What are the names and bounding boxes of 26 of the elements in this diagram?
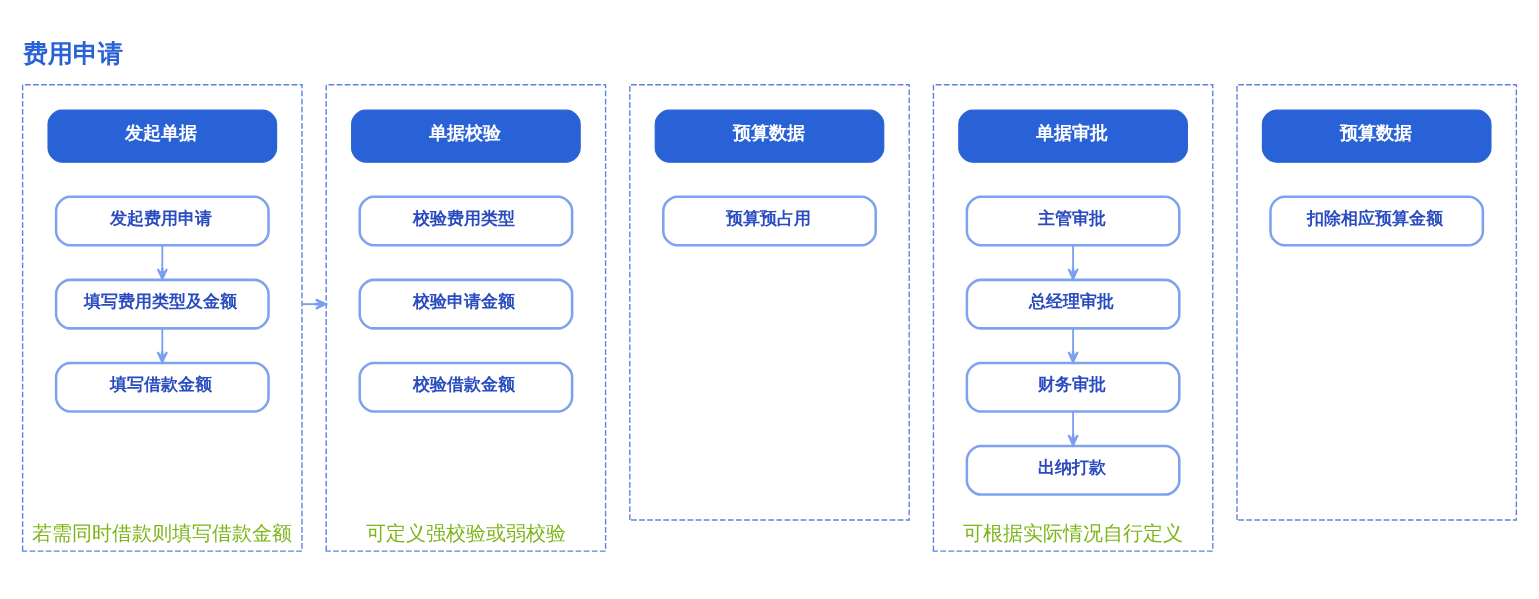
node-box: 预算数据: [1261, 109, 1492, 163]
cluster: [629, 84, 910, 521]
node-box: 单据校验: [351, 109, 581, 163]
node-box: 单据审批: [958, 109, 1188, 163]
diagram-title: 费用申请: [22, 38, 123, 69]
node-box: 预算预占用: [662, 195, 877, 247]
arrow: [156, 244, 168, 281]
node-box: 校验借款金额: [358, 361, 574, 413]
cluster: [1236, 84, 1518, 521]
arrow: [301, 298, 328, 310]
arrow: [1067, 244, 1079, 281]
node-box: 发起费用申请: [54, 195, 270, 247]
node-box: 校验申请金额: [358, 278, 574, 330]
node-box: 主管审批: [965, 195, 1181, 247]
node-box: 填写费用类型及金额: [54, 278, 270, 330]
node-box: 财务审批: [965, 361, 1181, 413]
arrow: [1067, 327, 1079, 364]
node-box: 发起单据: [47, 109, 278, 163]
arrow: [156, 327, 168, 364]
arrow: [1067, 410, 1079, 447]
node-box: 出纳打款: [965, 444, 1181, 496]
node-box: 扣除相应预算金额: [1269, 195, 1485, 247]
node-box: 预算数据: [654, 109, 885, 163]
node-box: 总经理审批: [965, 278, 1181, 330]
node-box: 填写借款金额: [54, 361, 270, 413]
node-box: 校验费用类型: [358, 195, 574, 247]
